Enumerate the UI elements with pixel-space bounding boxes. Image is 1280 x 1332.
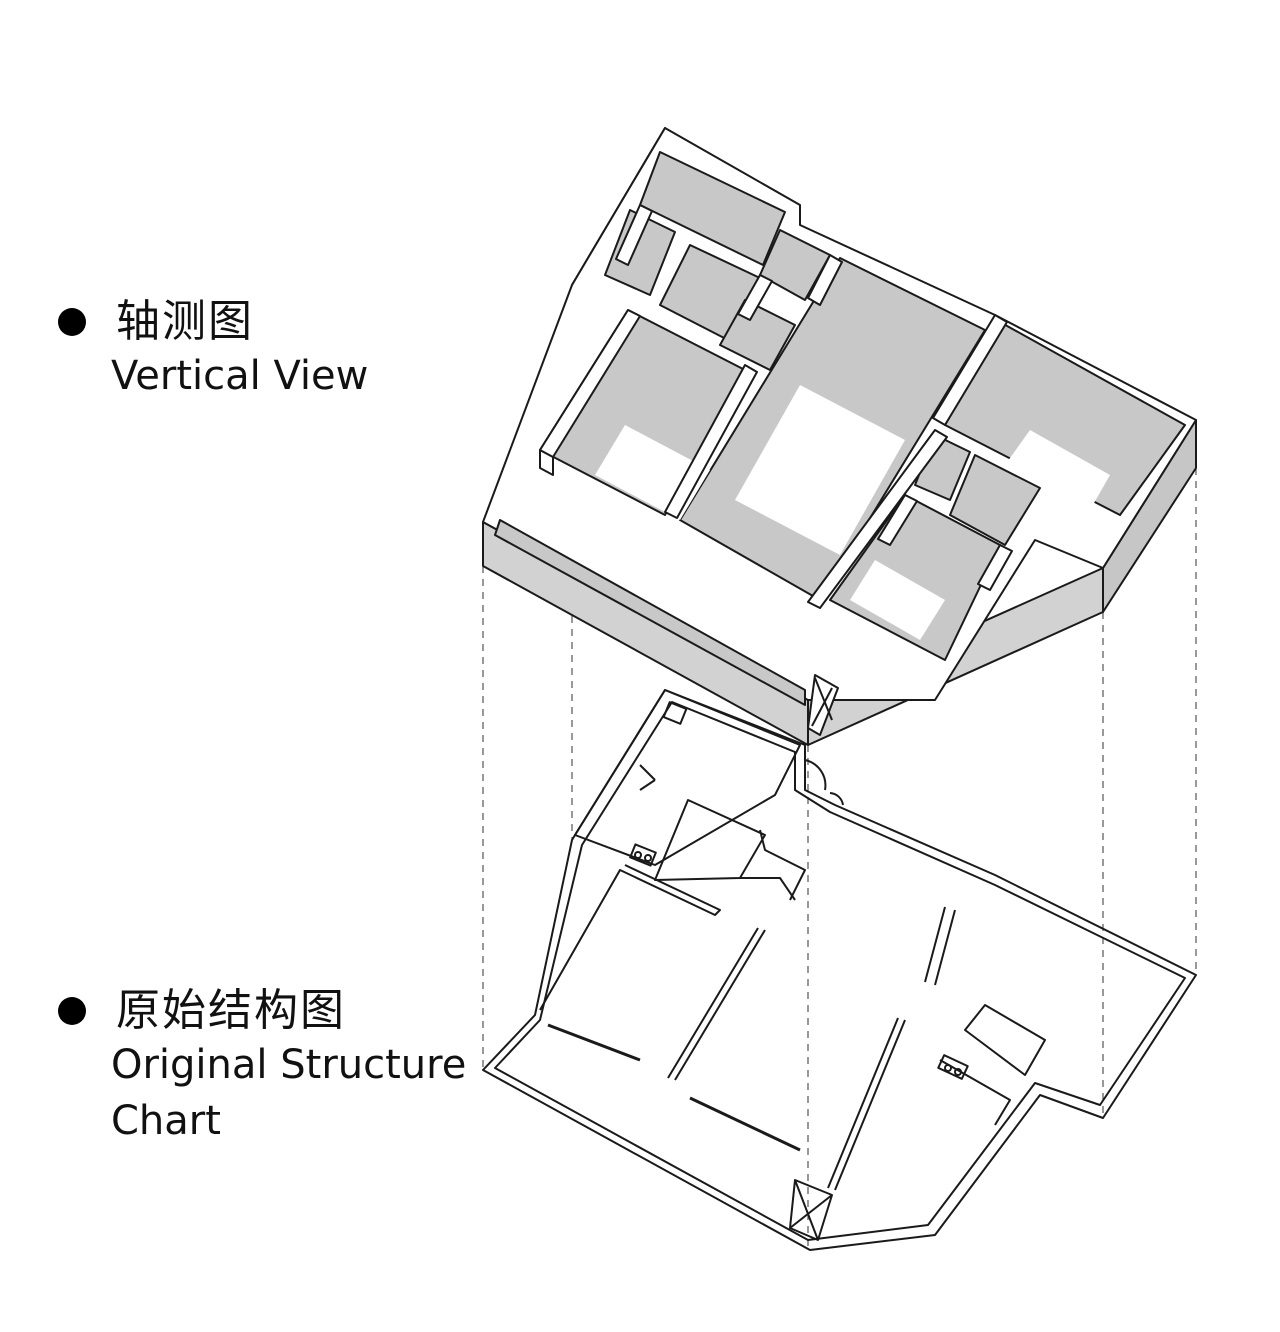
legend-vertical-view: 轴测图 Vertical View — [58, 296, 368, 404]
plan-outer-wall — [482, 689, 1197, 1251]
stove-icon — [662, 701, 688, 725]
room-e — [759, 229, 831, 301]
sink-icon — [629, 843, 657, 867]
plan-windows — [547, 1023, 801, 1152]
plan-bath-right — [964, 1004, 1046, 1076]
floor-plan — [482, 689, 1197, 1251]
legend-en-label-line-1: Original Structure — [111, 1042, 467, 1088]
room-lower-right — [829, 494, 1001, 661]
legend-zh-label: 轴测图 — [116, 296, 254, 347]
axonometric-model — [482, 127, 1197, 746]
door-swing-icon — [804, 759, 827, 791]
plan-bath — [654, 799, 766, 881]
room-a — [639, 151, 786, 266]
room-bath-2 — [949, 454, 1041, 546]
legend-original-structure: 原始结构图 Original Structure Chart — [58, 985, 466, 1149]
plan-bedroom-left — [539, 864, 721, 1011]
bullet-dot-icon — [58, 308, 86, 336]
legend-zh-label: 原始结构图 — [116, 985, 346, 1036]
legend-en-label: Vertical View — [111, 353, 369, 399]
legend-en-label-line-2: Chart — [111, 1098, 221, 1144]
elevator-shaft-icon — [789, 1179, 833, 1241]
room-b — [604, 209, 676, 296]
room-d — [719, 299, 796, 371]
door-3d — [807, 674, 839, 736]
sunlit-floor — [595, 385, 1110, 640]
interior-walls — [539, 204, 1013, 609]
bullet-dot-icon — [58, 997, 86, 1025]
plan-inner-wall — [494, 701, 1186, 1241]
plan-kitchen — [574, 689, 801, 866]
balcony-strip — [494, 519, 806, 706]
